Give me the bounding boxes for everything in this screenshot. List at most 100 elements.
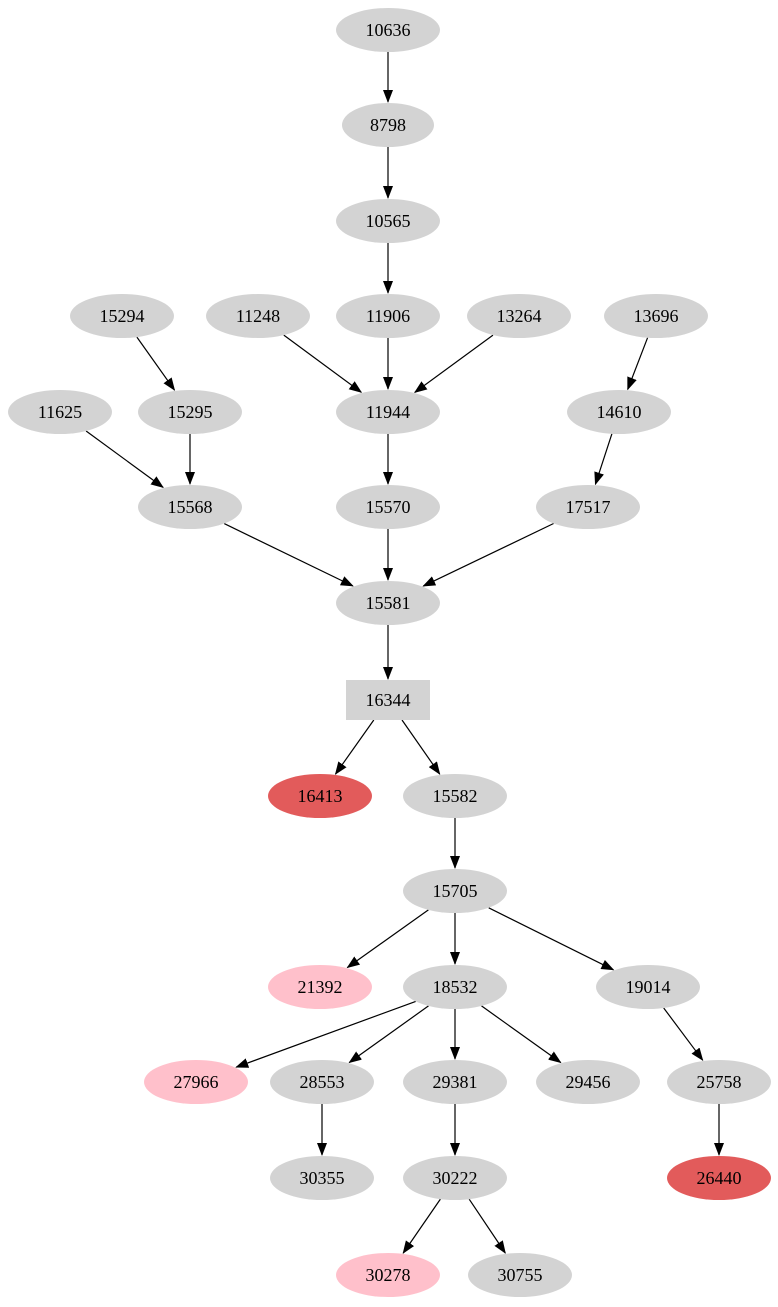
- node-label: 19014: [626, 977, 671, 997]
- node-ellipse-shape: [336, 199, 440, 243]
- node-label: 13696: [634, 306, 679, 326]
- node-label: 11944: [366, 402, 410, 422]
- edge-30222-30755: [468, 1198, 506, 1254]
- node-11906: 11906: [336, 294, 440, 338]
- node-11944: 11944: [336, 390, 440, 434]
- node-ellipse-shape: [403, 965, 507, 1009]
- node-label: 15581: [366, 593, 411, 613]
- node-label: 10636: [366, 20, 411, 40]
- node-label: 15568: [168, 497, 213, 517]
- node-ellipse-shape: [268, 965, 372, 1009]
- node-10565: 10565: [336, 199, 440, 243]
- node-ellipse-shape: [567, 390, 671, 434]
- node-27966: 27966: [144, 1060, 248, 1104]
- node-13264: 13264: [467, 294, 571, 338]
- edge-17517-15581: [422, 522, 554, 587]
- node-ellipse-shape: [596, 965, 700, 1009]
- node-15705: 15705: [403, 869, 507, 913]
- edge-11625-15568: [85, 430, 164, 488]
- node-label: 21392: [298, 977, 343, 997]
- node-ellipse-shape: [536, 1060, 640, 1104]
- node-30755: 30755: [468, 1253, 572, 1297]
- node-ellipse-shape: [138, 485, 242, 529]
- node-15568: 15568: [138, 485, 242, 529]
- edges-layer: [85, 52, 724, 1254]
- node-label: 25758: [697, 1072, 742, 1092]
- node-ellipse-shape: [667, 1156, 771, 1200]
- node-label: 26440: [697, 1168, 742, 1188]
- node-label: 15570: [366, 497, 411, 517]
- edge-13696-14610: [627, 337, 649, 391]
- node-30355: 30355: [270, 1156, 374, 1200]
- node-ellipse-shape: [604, 294, 708, 338]
- node-30278: 30278: [336, 1253, 440, 1297]
- node-21392: 21392: [268, 965, 372, 1009]
- node-ellipse-shape: [268, 774, 372, 818]
- node-label: 27966: [174, 1072, 219, 1092]
- node-label: 18532: [433, 977, 478, 997]
- node-11248: 11248: [206, 294, 310, 338]
- node-15582: 15582: [403, 774, 507, 818]
- edge-14610-17517: [594, 433, 613, 486]
- node-ellipse-shape: [70, 294, 174, 338]
- node-label: 30355: [300, 1168, 345, 1188]
- edge-19014-25758: [663, 1007, 704, 1062]
- node-ellipse-shape: [8, 390, 112, 434]
- node-ellipse-shape: [336, 8, 440, 52]
- node-label: 15582: [433, 786, 478, 806]
- node-label: 11906: [366, 306, 410, 326]
- node-ellipse-shape: [206, 294, 310, 338]
- edge-18532-29456: [481, 1005, 562, 1064]
- node-label: 15294: [100, 306, 145, 326]
- edge-30222-30278: [402, 1198, 441, 1254]
- node-13696: 13696: [604, 294, 708, 338]
- node-ellipse-shape: [336, 390, 440, 434]
- edge-15294-15295: [136, 336, 176, 391]
- node-ellipse-shape: [403, 1060, 507, 1104]
- node-29381: 29381: [403, 1060, 507, 1104]
- node-18532: 18532: [403, 965, 507, 1009]
- node-ellipse-shape: [403, 1156, 507, 1200]
- edge-16344-16413: [334, 719, 375, 775]
- edge-15705-19014: [488, 907, 615, 971]
- node-ellipse-shape: [468, 1253, 572, 1297]
- node-ellipse-shape: [138, 390, 242, 434]
- node-ellipse-shape: [270, 1156, 374, 1200]
- node-ellipse-shape: [667, 1060, 771, 1104]
- node-label: 11248: [236, 306, 280, 326]
- node-15294: 15294: [70, 294, 174, 338]
- node-16413: 16413: [268, 774, 372, 818]
- node-19014: 19014: [596, 965, 700, 1009]
- node-ellipse-shape: [144, 1060, 248, 1104]
- node-ellipse-shape: [467, 294, 571, 338]
- node-label: 30278: [366, 1265, 411, 1285]
- node-label: 11625: [38, 402, 82, 422]
- edge-13264-11944: [413, 334, 494, 393]
- node-ellipse-shape: [536, 485, 640, 529]
- node-label: 14610: [597, 402, 642, 422]
- edge-15568-15581: [223, 523, 354, 587]
- node-10636: 10636: [336, 8, 440, 52]
- node-28553: 28553: [270, 1060, 374, 1104]
- node-ellipse-shape: [403, 869, 507, 913]
- node-11625: 11625: [8, 390, 112, 434]
- node-ellipse-shape: [342, 103, 434, 147]
- node-label: 29456: [566, 1072, 611, 1092]
- node-ellipse-shape: [270, 1060, 374, 1104]
- node-ellipse-shape: [336, 294, 440, 338]
- edge-18532-28553: [348, 1005, 429, 1064]
- node-label: 13264: [497, 306, 542, 326]
- node-ellipse-shape: [403, 774, 507, 818]
- node-label: 30222: [433, 1168, 478, 1188]
- node-box-shape: [346, 680, 430, 720]
- node-label: 28553: [300, 1072, 345, 1092]
- node-29456: 29456: [536, 1060, 640, 1104]
- node-30222: 30222: [403, 1156, 507, 1200]
- node-15570: 15570: [336, 485, 440, 529]
- node-17517: 17517: [536, 485, 640, 529]
- node-label: 10565: [366, 211, 411, 231]
- node-label: 16344: [366, 690, 411, 710]
- node-label: 8798: [370, 115, 406, 135]
